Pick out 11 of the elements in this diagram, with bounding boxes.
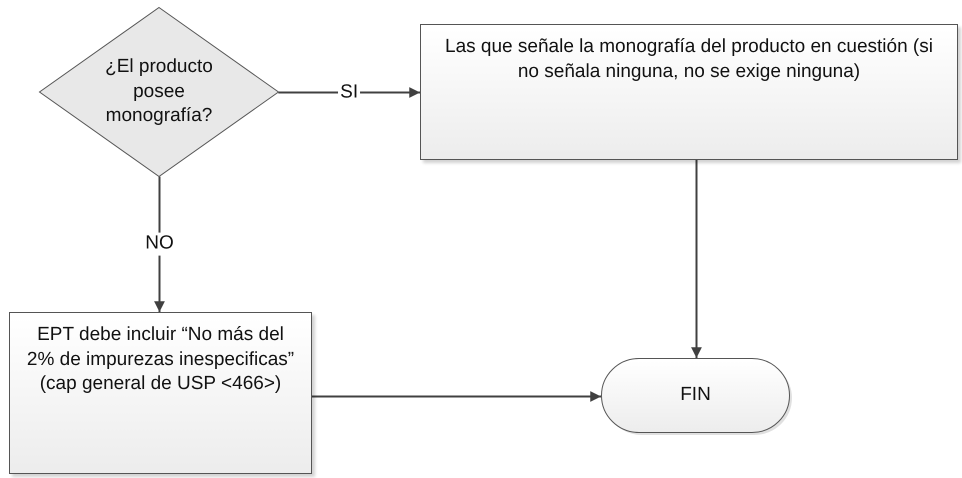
arrow (312, 391, 602, 402)
node-text: FIN (680, 383, 711, 408)
arrow (691, 160, 702, 358)
terminal-capsule (601, 358, 790, 433)
node-text: EPT debe incluir “No más del 2% de impurezas inespecificas” (cap general de USP <466>) (26, 323, 296, 396)
process-box (9, 312, 312, 474)
node-text: ¿El producto posee monografía? (104, 54, 214, 128)
arrow (278, 87, 420, 98)
process-box (420, 24, 958, 160)
node-text: Las que señale la monografía del producto en cuestión (si no señala ninguna, no se exige ninguna) (445, 35, 933, 84)
decision-diamond (39, 7, 279, 177)
